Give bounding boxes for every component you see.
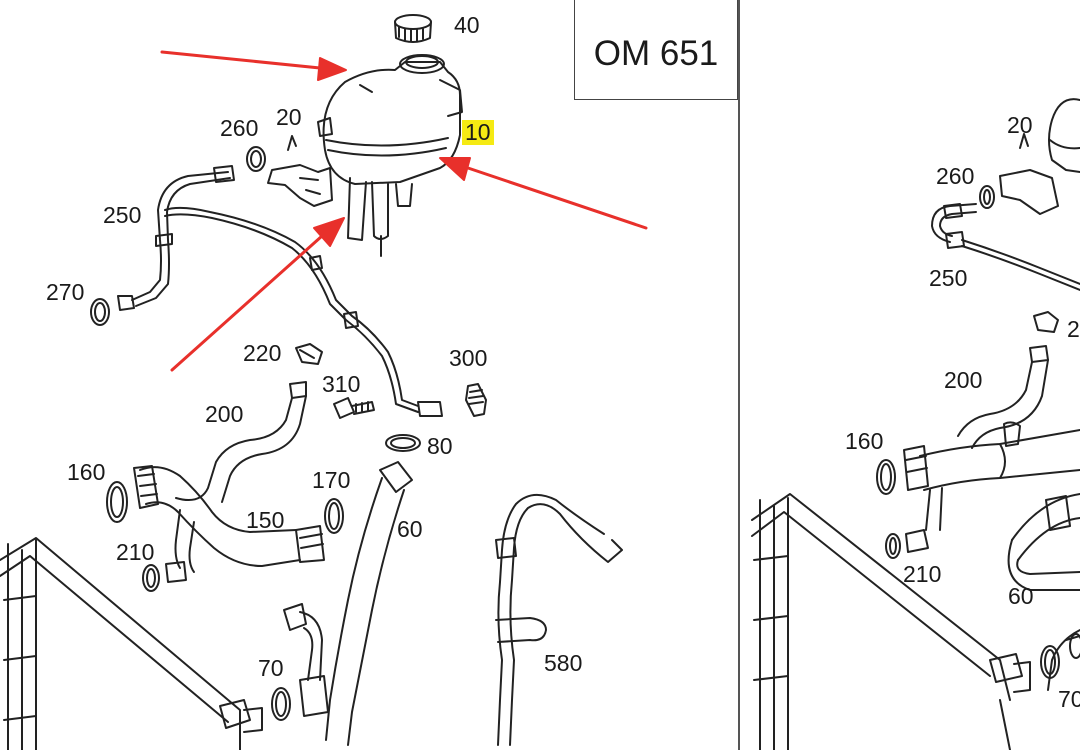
part-label-250: 250: [103, 202, 142, 228]
part-label-220: 220: [243, 340, 282, 366]
vent-line-250-right: [931, 203, 1080, 291]
part-label-80: 80: [427, 433, 453, 459]
seal-ring-260: [246, 146, 266, 172]
seal-ring-80: [385, 434, 421, 452]
hose-60-right: [1047, 629, 1080, 691]
hose-70: [283, 603, 323, 681]
seal-ring-160-right: [876, 459, 896, 495]
part-label-160: 160: [67, 459, 106, 485]
seal-ring-210: [142, 564, 160, 592]
right-part-label-250: 250: [929, 265, 968, 291]
seal-ring-270: [90, 298, 110, 326]
radiator-left: [0, 537, 263, 750]
part-label-150: 150: [246, 507, 285, 533]
part-label-170: 170: [312, 467, 351, 493]
part-label-40: 40: [454, 12, 480, 38]
bolt-310: [333, 397, 375, 419]
part-label-210: 210: [116, 539, 155, 565]
radiator-right: [751, 493, 1031, 750]
clip-220: [295, 343, 323, 365]
right-part-label-200: 200: [944, 367, 983, 393]
seal-ring-170: [324, 498, 344, 534]
engine-code-label: OM 651: [593, 34, 719, 73]
right-part-label-partial: 2: [1067, 316, 1080, 342]
seal-ring-210-right: [885, 533, 901, 559]
seal-ring-70-right: [1040, 633, 1080, 679]
part-label-300: 300: [449, 345, 488, 371]
right-part-label-260: 260: [936, 163, 975, 189]
part-label-70: 70: [258, 655, 284, 681]
right-part-label-20: 20: [1007, 112, 1033, 138]
part-label-200: 200: [205, 401, 244, 427]
right-part-label-70: 70: [1058, 686, 1080, 712]
part-label-270: 270: [46, 279, 85, 305]
part-label-60: 60: [397, 516, 423, 542]
reservoir-cap: [394, 14, 432, 43]
expansion-tank: [317, 54, 463, 257]
tank-bracket: [267, 135, 333, 207]
right-part-label-210: 210: [903, 561, 942, 587]
red-arrows: [160, 50, 648, 372]
hose-580: [495, 493, 623, 746]
right-part-label-160: 160: [845, 428, 884, 454]
expansion-tank-right: [1048, 98, 1080, 173]
engine-code-box: OM 651: [574, 0, 738, 100]
hose-150: [133, 465, 325, 583]
clip-220-right: [1033, 311, 1059, 333]
seal-ring-160: [106, 481, 128, 523]
hose-200-right: [903, 345, 1080, 591]
right-part-label-60: 60: [1008, 583, 1034, 609]
vent-line-250: [117, 165, 443, 417]
part-label-10: 10: [462, 120, 494, 145]
part-label-260: 260: [220, 115, 259, 141]
part-label-310: 310: [322, 371, 361, 397]
hose-60: [299, 461, 413, 746]
tank-bracket-right: [999, 133, 1059, 215]
seal-ring-70: [271, 687, 291, 721]
part-label-580: 580: [544, 650, 583, 676]
part-label-20: 20: [276, 104, 302, 130]
hose-200: [175, 381, 307, 503]
seal-ring-260-right: [979, 185, 995, 209]
sensor-300: [465, 383, 487, 417]
panel-divider: [738, 0, 740, 750]
